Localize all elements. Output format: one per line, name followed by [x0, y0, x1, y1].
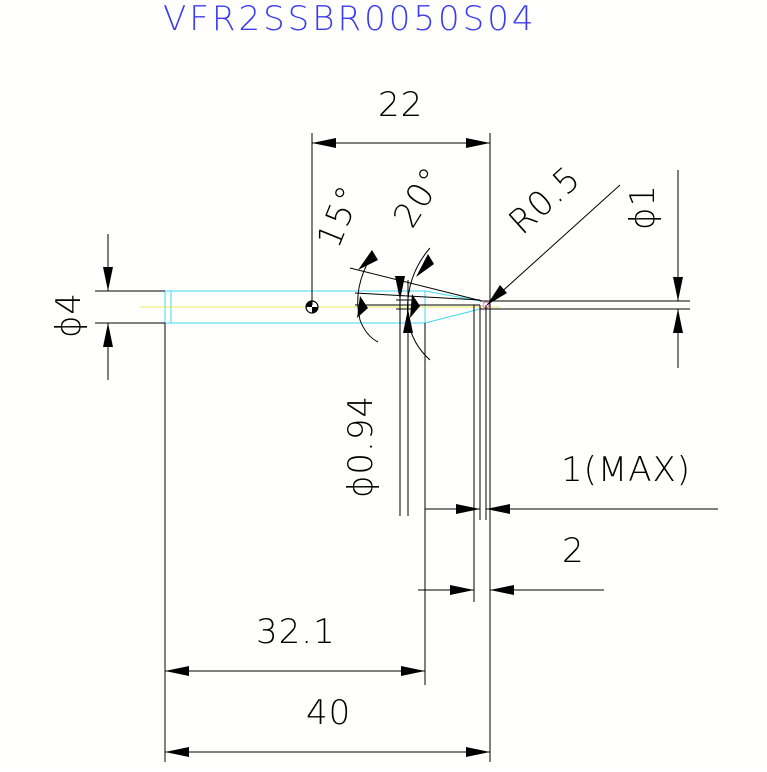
dim-dia-4: ϕ4: [49, 234, 165, 380]
dim-2: 2: [418, 531, 604, 595]
dim-2-label: 2: [562, 531, 585, 571]
dim-1-max-label: 1(MAX): [561, 450, 691, 490]
dim-radius-label: R0.5: [501, 158, 588, 242]
dim-dia-1: ϕ1: [480, 170, 690, 368]
dim-radius: R0.5: [486, 158, 621, 306]
dim-22-label: 22: [378, 85, 423, 125]
origin-marker: [305, 300, 319, 314]
tip-reference-lines: [164, 300, 491, 762]
dim-angles: 15° 20°: [309, 160, 483, 361]
dim-dia-094: ϕ0.94: [341, 276, 413, 516]
dim-dia-4-label: ϕ4: [49, 292, 89, 338]
dim-40: 40: [165, 693, 490, 757]
angle-20-label: 20°: [386, 160, 453, 235]
dim-dia-094-label: ϕ0.94: [341, 395, 381, 498]
dim-32-1: 32.1: [165, 612, 425, 676]
angle-15-label: 15°: [309, 180, 370, 254]
dim-1-max: 1(MAX): [425, 450, 718, 514]
dim-40-label: 40: [306, 693, 351, 733]
dim-22: 22: [311, 85, 491, 305]
drawing-title: VFR2SSBR0050S04: [163, 0, 537, 39]
dim-dia-1-label: ϕ1: [623, 184, 663, 230]
dim-32-1-label: 32.1: [256, 612, 336, 652]
